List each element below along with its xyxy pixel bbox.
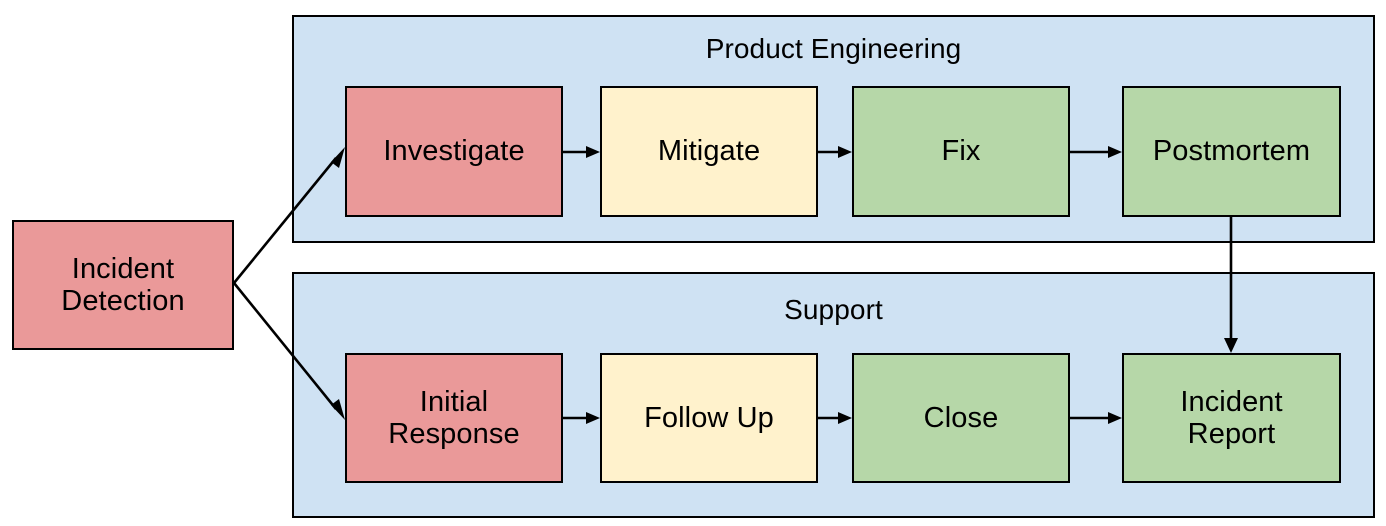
swimlane-support-title: Support	[784, 294, 883, 325]
swimlane-product-engineering-title: Product Engineering	[705, 33, 962, 64]
node-postmortem[interactable]: Postmortem	[1122, 86, 1341, 217]
node-mitigate[interactable]: Mitigate	[600, 86, 818, 217]
node-incident-report[interactable]: Incident Report	[1122, 353, 1341, 483]
node-fix[interactable]: Fix	[852, 86, 1070, 217]
node-investigate[interactable]: Investigate	[345, 86, 563, 217]
node-incident-detection[interactable]: Incident Detection	[12, 220, 234, 350]
node-initial-response[interactable]: Initial Response	[345, 353, 563, 483]
node-follow-up[interactable]: Follow Up	[600, 353, 818, 483]
node-close[interactable]: Close	[852, 353, 1070, 483]
